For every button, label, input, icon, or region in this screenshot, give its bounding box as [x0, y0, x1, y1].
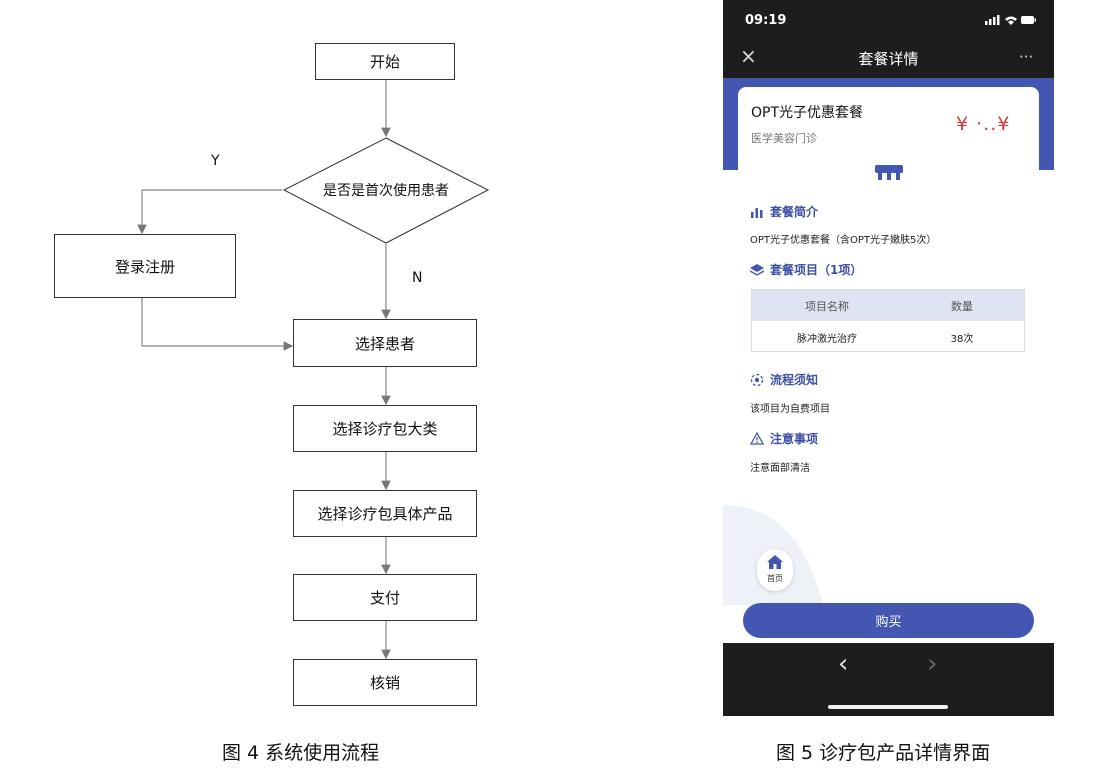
items-title: 套餐项目（1项） — [770, 263, 863, 277]
package-card: OPT光子优惠套餐 医学美容门诊 ¥ ·..¥ — [738, 87, 1039, 170]
nav-title: 套餐详情 — [858, 50, 919, 68]
forward-icon[interactable]: › — [927, 649, 938, 679]
status-time: 09:19 — [745, 13, 787, 28]
intro-text: OPT光子优惠套餐（含OPT光子嫩肤5次） — [750, 235, 937, 246]
price-value: ¥ ·..¥ — [956, 113, 1011, 135]
select-patient-node: 选择患者 — [293, 319, 477, 367]
process-text: 该项目为自费项目 — [750, 404, 830, 415]
intro-title: 套餐简介 — [770, 205, 819, 219]
status-icons — [985, 15, 1036, 25]
phone-screen: 09:19 × 套餐详情 ··· OPT光子优惠套餐 医学美容门诊 ¥ ·..¥… — [723, 0, 1054, 716]
table-cell-qty: 38次 — [950, 334, 974, 345]
register-label: 登录注册 — [114, 257, 175, 276]
select-category-node: 选择诊疗包大类 — [293, 405, 477, 452]
items-table: 项目名称 数量 脉冲激光治疗 38次 — [751, 289, 1025, 352]
buy-label: 购买 — [875, 615, 902, 630]
home-icon — [767, 555, 783, 569]
branch-no-label: N — [412, 270, 423, 286]
more-icon[interactable]: ··· — [1019, 48, 1034, 66]
select-product-node: 选择诊疗包具体产品 — [293, 490, 477, 537]
notice-text: 注意面部清洁 — [750, 463, 810, 474]
flowchart-connectors — [137, 80, 490, 660]
table-header-row: 项目名称 数量 — [752, 290, 1024, 321]
department-label: 医学美容门诊 — [751, 132, 817, 145]
notice-title: 注意事项 — [770, 432, 819, 446]
branch-yes-label: Y — [211, 153, 220, 169]
verify-label: 核销 — [369, 674, 400, 692]
close-icon[interactable]: × — [740, 44, 757, 68]
package-name: OPT光子优惠套餐 — [751, 105, 864, 121]
process-title: 流程须知 — [770, 373, 819, 387]
select-category-label: 选择诊疗包大类 — [332, 420, 438, 438]
top-bar: 09:19 × 套餐详情 ··· — [723, 0, 1054, 78]
chart-bars-icon — [751, 208, 763, 218]
start-label: 开始 — [369, 53, 400, 71]
select-patient-label: 选择患者 — [354, 334, 415, 353]
decision-label: 是否是首次使用患者 — [323, 183, 449, 199]
bottom-bar: ‹ › — [723, 643, 1054, 716]
table-header-name: 项目名称 — [805, 300, 849, 313]
table-row: 脉冲激光治疗 38次 — [752, 321, 1024, 351]
table-header-qty: 数量 — [951, 300, 973, 313]
layers-icon — [750, 264, 764, 276]
warning-icon — [750, 432, 764, 445]
ribbon-icon — [875, 165, 903, 180]
select-product-label: 选择诊疗包具体产品 — [317, 505, 453, 523]
buy-button[interactable]: 购买 — [743, 603, 1034, 638]
figure4-caption: 图 4 系统使用流程 — [222, 742, 380, 764]
decision-diamond — [282, 137, 490, 244]
table-cell-name: 脉冲激光治疗 — [797, 334, 857, 345]
home-button[interactable]: 首页 — [757, 549, 793, 591]
start-node: 开始 — [315, 43, 455, 80]
pay-label: 支付 — [369, 589, 400, 607]
target-icon — [750, 373, 764, 387]
register-node: 登录注册 — [54, 234, 236, 298]
home-indicator — [828, 705, 948, 709]
figure5-caption: 图 5 诊疗包产品详情界面 — [776, 742, 991, 764]
back-icon[interactable]: ‹ — [838, 649, 849, 679]
home-label: 首页 — [767, 574, 783, 583]
verify-node: 核销 — [293, 659, 477, 706]
pay-node: 支付 — [293, 574, 477, 621]
